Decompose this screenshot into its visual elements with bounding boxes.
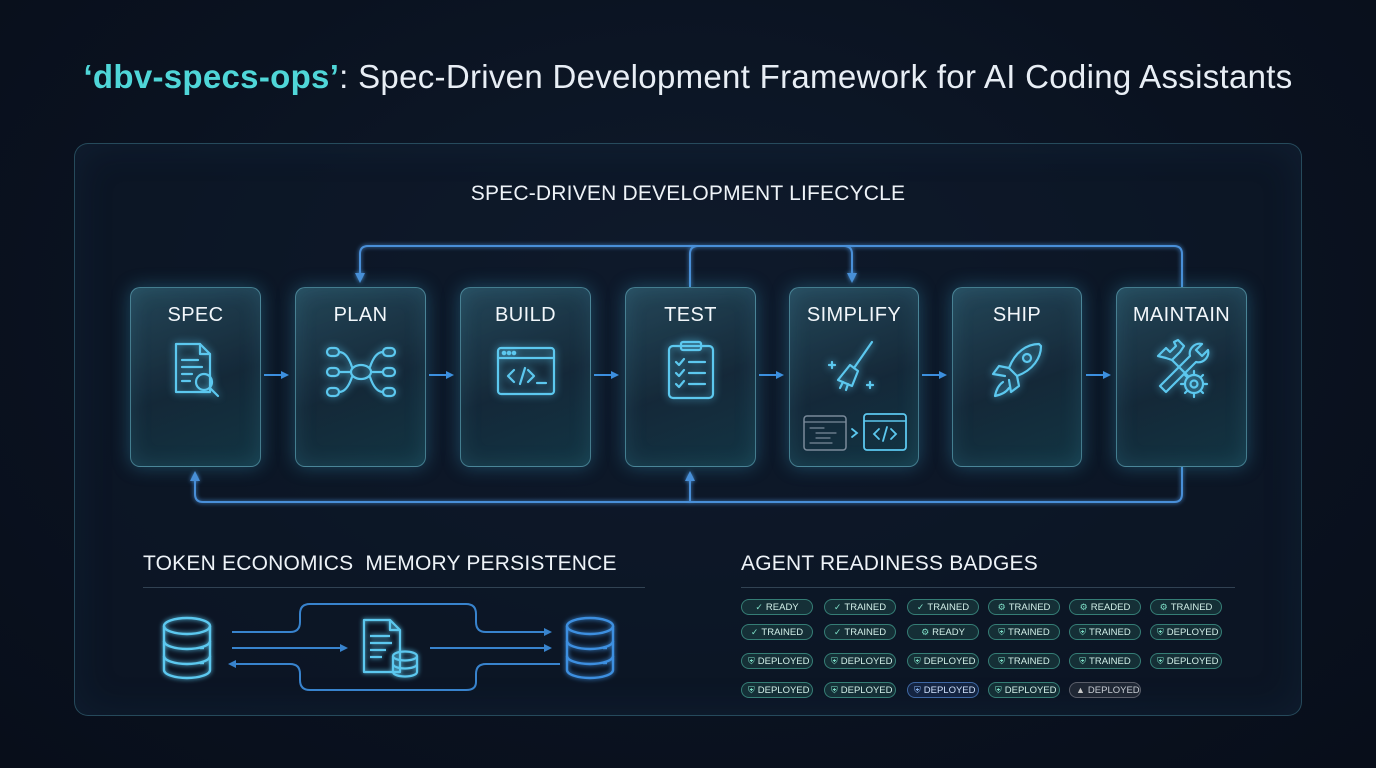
- badge-status-icon: ⛨: [1157, 656, 1164, 666]
- stage-ship[interactable]: SHIP: [952, 287, 1082, 467]
- badge-status-icon: ⚙: [1079, 602, 1088, 612]
- badge-status-icon: ⛨: [1079, 627, 1087, 637]
- badge-status-icon: ⛨: [831, 656, 838, 666]
- badge-label: TRAINED: [844, 627, 887, 638]
- badge-label: TRAINED: [844, 602, 887, 613]
- wrench-gear-icon: [1156, 338, 1209, 399]
- stage-test[interactable]: TEST: [625, 287, 756, 467]
- badge-label: TRAINED: [927, 602, 970, 613]
- readiness-badge: ⛨TRAINED: [1069, 653, 1141, 669]
- readiness-badge: ⛨DEPLOYED: [907, 682, 979, 698]
- badge-label: READY: [932, 627, 965, 638]
- badge-label: DEPLOYED: [923, 656, 976, 667]
- readiness-badge: ✓TRAINED: [907, 599, 979, 615]
- badge-status-icon: ⛨: [831, 685, 838, 695]
- stage-label: SIMPLIFY: [806, 304, 902, 326]
- badge-label: TRAINED: [1089, 656, 1131, 667]
- readiness-badge: ⛨TRAINED: [1069, 624, 1141, 640]
- badge-label: DEPLOYED: [840, 656, 893, 667]
- stage-spec[interactable]: SPEC: [130, 287, 261, 467]
- stage-label: PLAN: [333, 304, 388, 326]
- badge-status-icon: ⚙: [997, 602, 1006, 612]
- mind-map-icon: [325, 346, 396, 398]
- badge-label: DEPLOYED: [1166, 627, 1219, 638]
- stage-simplify[interactable]: SIMPLIFY: [789, 287, 919, 467]
- readiness-badge: ⛨DEPLOYED: [824, 682, 896, 698]
- badge-label: DEPLOYED: [757, 656, 810, 667]
- checklist-clipboard-icon: [667, 340, 714, 400]
- badge-label: DEPLOYED: [1166, 656, 1219, 667]
- badge-status-icon: ⛨: [1079, 656, 1087, 666]
- badge-label: DEPLOYED: [1004, 685, 1057, 696]
- readiness-badge: ⚙TRAINED: [988, 599, 1060, 615]
- readiness-badge: ⛨DEPLOYED: [824, 653, 896, 669]
- stage-label: BUILD: [495, 304, 556, 326]
- code-refactor-icon: [803, 413, 907, 451]
- badge-status-icon: ⛨: [914, 656, 921, 666]
- readiness-badge: ⛨DEPLOYED: [907, 653, 979, 669]
- badge-label: TRAINED: [1089, 627, 1131, 638]
- badge-label: TRAINED: [1008, 602, 1051, 613]
- badge-label: READY: [765, 602, 799, 613]
- badge-label: TRAINED: [1008, 627, 1050, 638]
- badge-label: DEPLOYED: [923, 685, 976, 696]
- badge-label: DEPLOYED: [840, 685, 893, 696]
- badge-status-icon: ✓: [833, 627, 842, 637]
- badge-status-icon: ⛨: [748, 656, 755, 666]
- stage-maintain[interactable]: MAINTAIN: [1116, 287, 1247, 467]
- badge-status-icon: ⚙: [1159, 602, 1168, 612]
- stage-label: SHIP: [992, 304, 1042, 326]
- readiness-badge: ⚙READY: [907, 624, 979, 640]
- title-rest: : Spec-Driven Development Framework for …: [339, 58, 1293, 95]
- badge-status-icon: ▲: [1076, 685, 1085, 695]
- badges-heading: AGENT READINESS BADGES: [741, 552, 1038, 575]
- stage-build[interactable]: BUILD: [460, 287, 591, 467]
- badge-label: READED: [1090, 602, 1131, 613]
- badge-label: TRAINED: [1170, 602, 1213, 613]
- stage-plan[interactable]: PLAN: [295, 287, 426, 467]
- badge-status-icon: ✓: [916, 602, 925, 612]
- badge-status-icon: ⛨: [914, 685, 921, 695]
- badge-status-icon: ⛨: [998, 656, 1006, 666]
- readiness-badge: ✓TRAINED: [824, 599, 896, 615]
- title-accent: ‘dbv-specs-ops’: [83, 58, 340, 95]
- badge-label: TRAINED: [1008, 656, 1050, 667]
- badge-label: DEPLOYED: [757, 685, 810, 696]
- readiness-badge: ✓TRAINED: [824, 624, 896, 640]
- token-divider: [143, 587, 645, 588]
- readiness-badge: ⛨TRAINED: [988, 624, 1060, 640]
- badge-status-icon: ✓: [755, 602, 763, 612]
- document-search-icon: [174, 342, 219, 398]
- badge-status-icon: ⛨: [995, 685, 1002, 695]
- readiness-badge: ⛨DEPLOYED: [741, 653, 813, 669]
- readiness-badge: ⛨DEPLOYED: [741, 682, 813, 698]
- stage-label: TEST: [664, 304, 717, 326]
- readiness-badge: ⚙TRAINED: [1150, 599, 1222, 615]
- readiness-badge: ⛨DEPLOYED: [1150, 624, 1222, 640]
- readiness-badge: ⛨TRAINED: [988, 653, 1060, 669]
- badge-status-icon: ⛨: [1157, 627, 1164, 637]
- broom-icon: [827, 340, 875, 392]
- page-title: ‘dbv-specs-ops’: Spec-Driven Development…: [0, 58, 1376, 96]
- readiness-badge: ✓TRAINED: [741, 624, 813, 640]
- readiness-badge: ▲DEPLOYED: [1069, 682, 1141, 698]
- readiness-badge: ⛨DEPLOYED: [1150, 653, 1222, 669]
- badge-label: TRAINED: [761, 627, 804, 638]
- badge-status-icon: ⚙: [921, 627, 930, 637]
- rocket-icon: [991, 342, 1043, 398]
- lifecycle-heading: SPEC-DRIVEN DEVELOPMENT LIFECYCLE: [470, 182, 906, 205]
- badge-status-icon: ⛨: [998, 627, 1006, 637]
- readiness-badge: ⚙READED: [1069, 599, 1141, 615]
- stage-label: SPEC: [167, 304, 224, 326]
- code-window-icon: [496, 346, 555, 396]
- token-heading: TOKEN ECONOMICS MEMORY PERSISTENCE: [143, 552, 617, 575]
- readiness-badge: ✓READY: [741, 599, 813, 615]
- badge-label: DEPLOYED: [1087, 685, 1140, 696]
- badges-divider: [741, 587, 1235, 588]
- readiness-badge: ⛨DEPLOYED: [988, 682, 1060, 698]
- stage-label: MAINTAIN: [1132, 304, 1231, 326]
- badge-status-icon: ✓: [750, 627, 759, 637]
- badge-status-icon: ✓: [833, 602, 842, 612]
- badge-status-icon: ⛨: [748, 685, 755, 695]
